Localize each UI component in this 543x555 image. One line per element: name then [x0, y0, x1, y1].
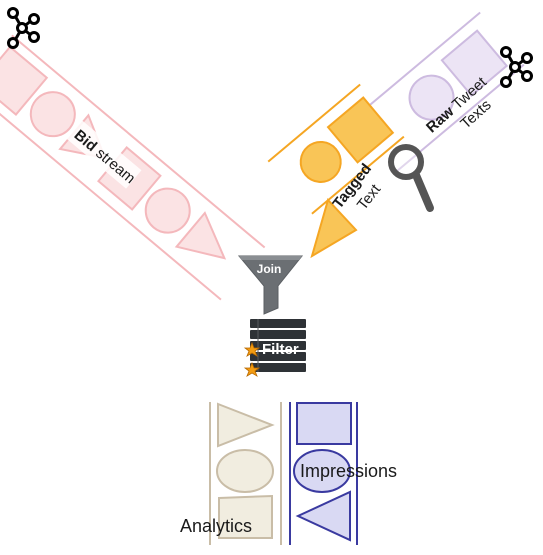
- analytics-stream: [209, 402, 282, 545]
- join-label: Join: [257, 262, 282, 276]
- raw-square-shape: [440, 29, 509, 97]
- analytics-triangle-shape: [217, 402, 275, 448]
- tagged-stream: [267, 83, 405, 215]
- analytics-square-shape: [218, 494, 273, 539]
- magnifier-icon: [388, 144, 434, 212]
- tagged-square-shape: [326, 96, 395, 164]
- star-icon: [243, 341, 261, 357]
- impressions-triangle-shape: [295, 490, 351, 542]
- funnel-icon: [237, 255, 304, 315]
- filter-label: Filter: [262, 341, 299, 358]
- star-icon-2: [243, 361, 261, 377]
- server-icon: [250, 319, 306, 372]
- tagged-stream-rail-bottom: [267, 83, 361, 163]
- analytics-label: Analytics: [180, 516, 252, 536]
- raw-stream-rail-bottom: [349, 11, 481, 123]
- impressions-stream: [289, 402, 358, 545]
- bid-stream-rail-top: [11, 34, 266, 249]
- impressions-circle-shape: [293, 449, 351, 493]
- bid-stream-rail-bottom: [0, 86, 222, 301]
- tagged-triangle-shape: [310, 198, 358, 259]
- bid-circle-shape: [29, 91, 76, 138]
- kafka-icon-2: [500, 46, 533, 88]
- bid-circle-shape-2: [144, 187, 191, 234]
- raw-stream: [349, 11, 525, 175]
- raw-circle-shape: [408, 74, 455, 121]
- bid-stream: Bid stream: [0, 34, 266, 301]
- tagged-circle-shape: [299, 140, 342, 183]
- bid-triangle-shape-2: [174, 211, 227, 260]
- bid-label-bg: [66, 120, 142, 189]
- kafka-icon: [7, 7, 40, 49]
- bid-square-shape: [0, 45, 49, 116]
- analytics-circle-shape: [216, 449, 274, 493]
- impressions-square-shape: [296, 402, 352, 445]
- impressions-label: Impressions: [300, 461, 397, 481]
